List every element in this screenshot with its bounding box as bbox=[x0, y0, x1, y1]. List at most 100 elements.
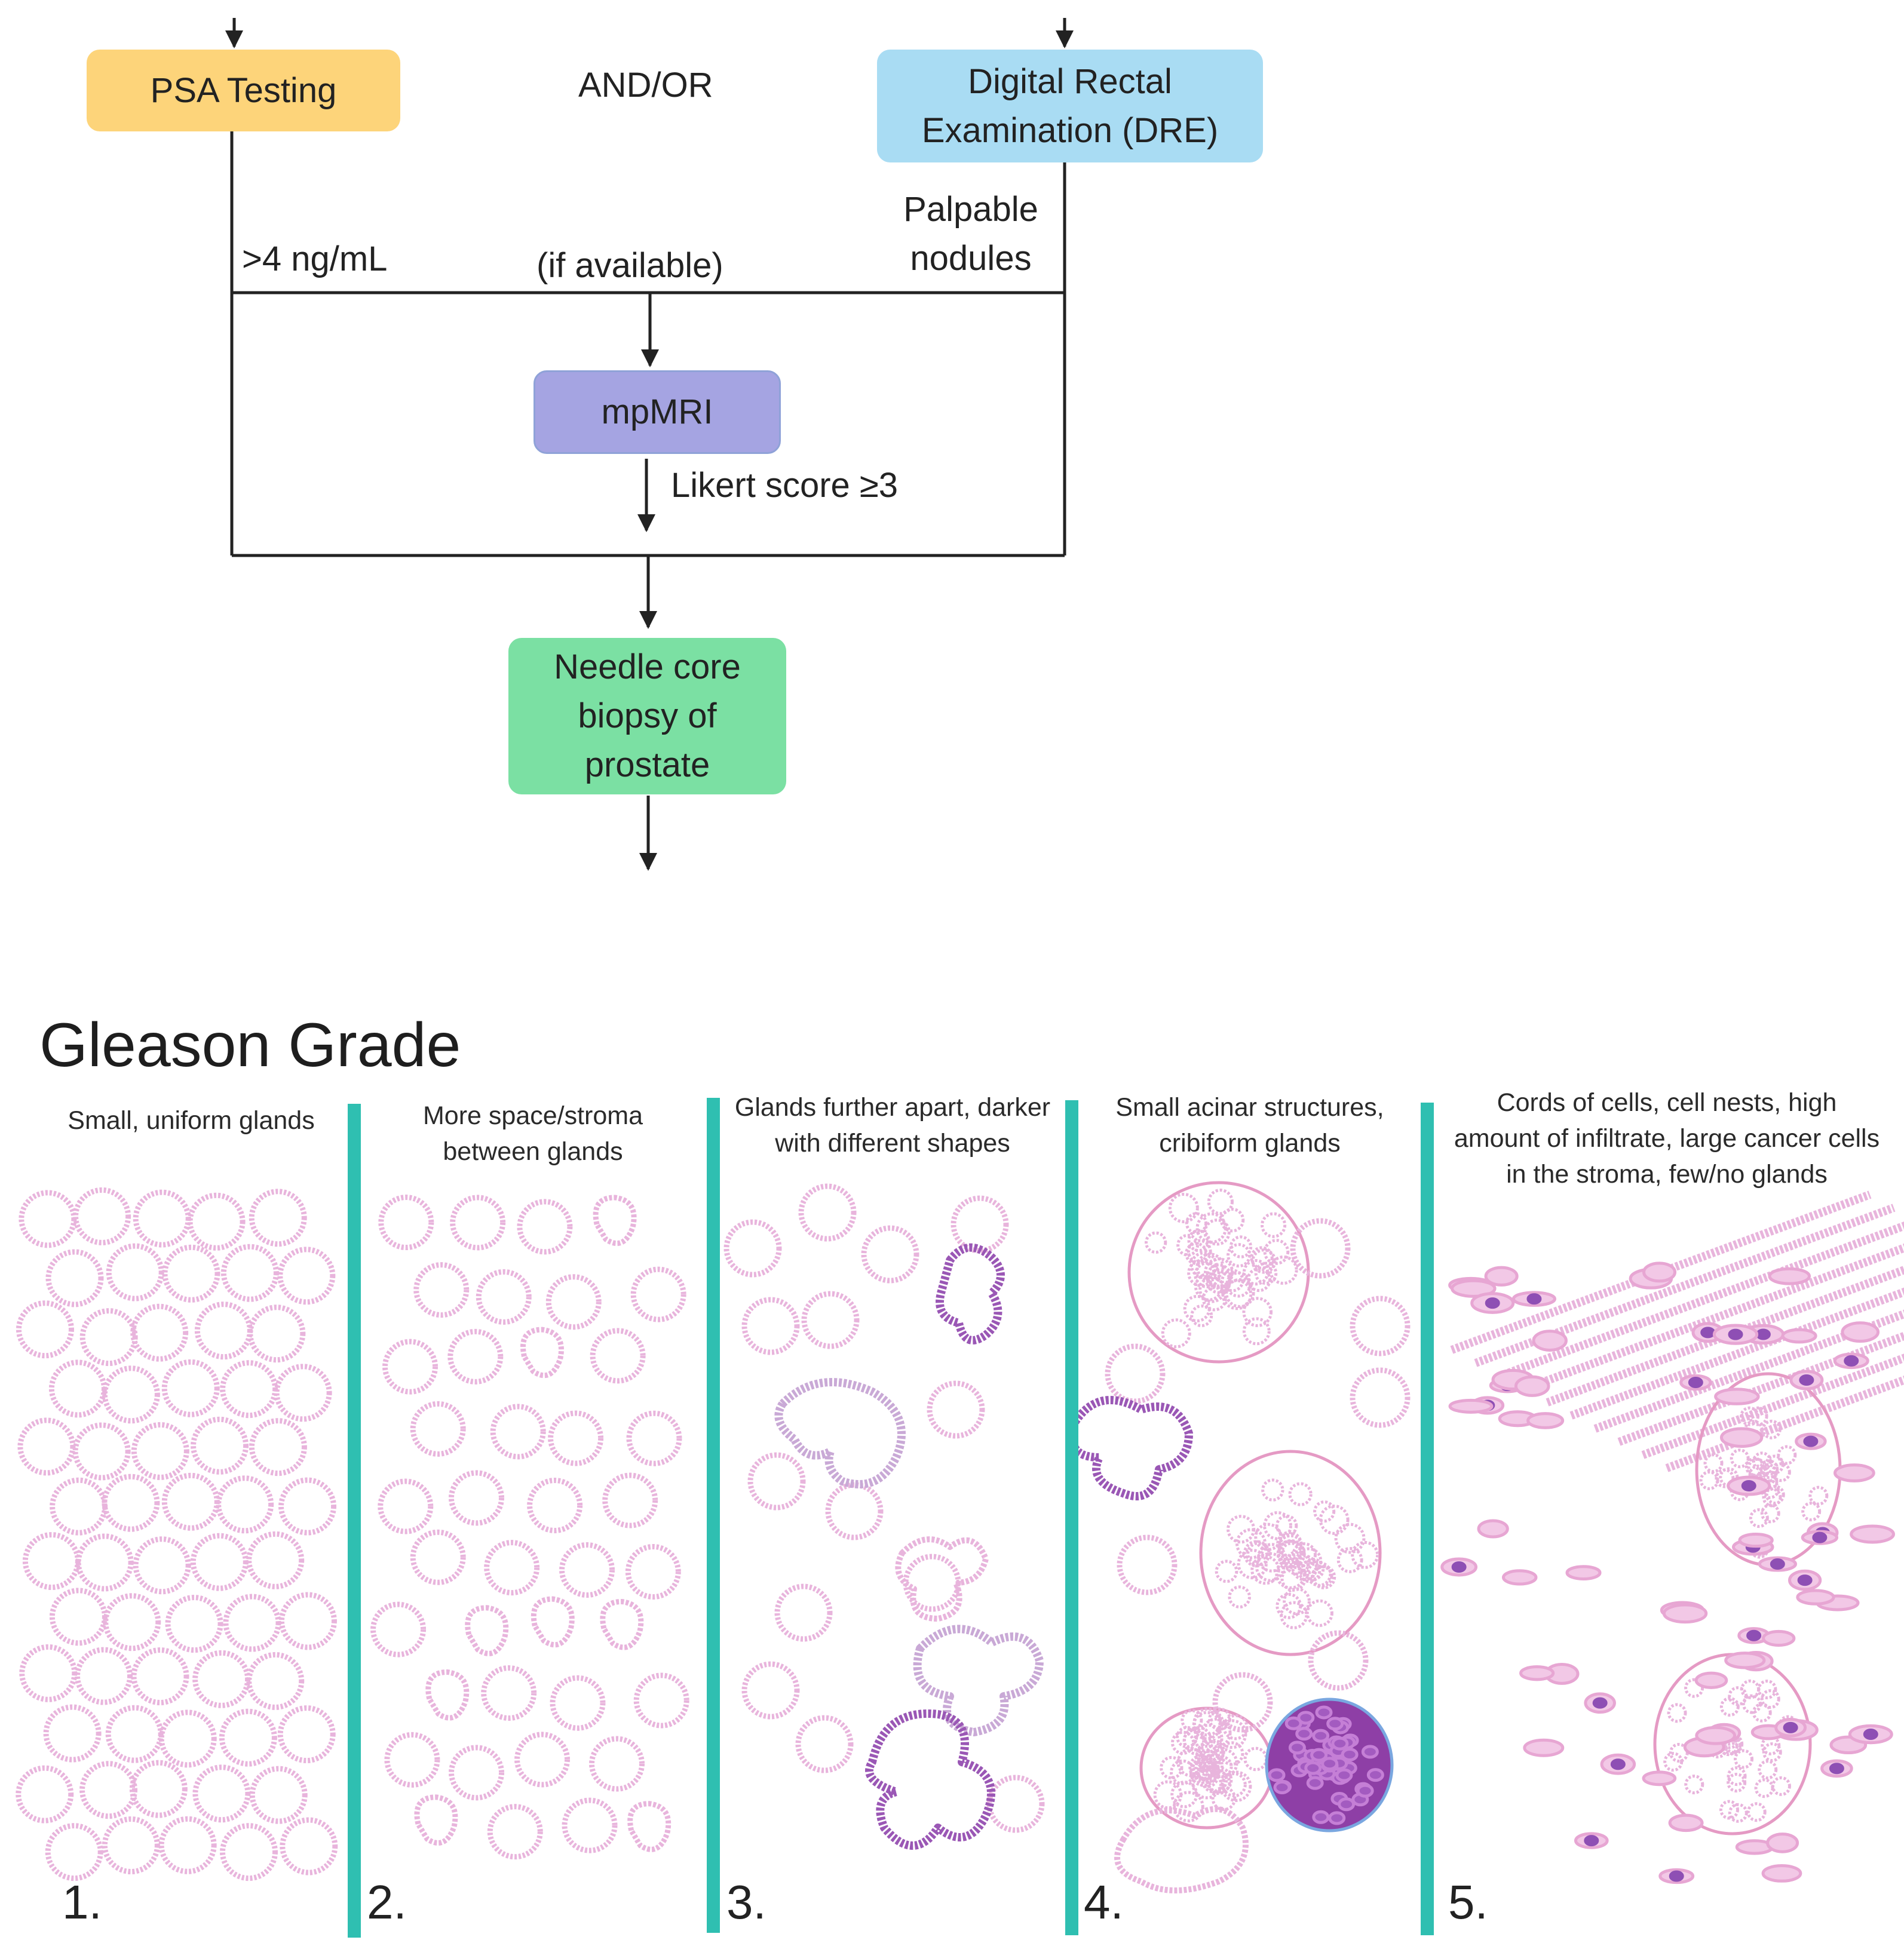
grade-1-number: 1. bbox=[62, 1876, 102, 1929]
nest-lumen bbox=[1728, 1686, 1748, 1706]
cribriform-lumen bbox=[1276, 1539, 1306, 1568]
psa-testing-box: PSA Testing bbox=[87, 50, 400, 131]
stromal-cell bbox=[1523, 1738, 1565, 1757]
spaced-gland bbox=[625, 1543, 681, 1600]
cribriform-lumen bbox=[1153, 1780, 1183, 1810]
uniform-gland bbox=[220, 1244, 279, 1302]
nest-lumen bbox=[1808, 1485, 1829, 1506]
stromal-cell bbox=[1526, 1412, 1565, 1429]
spaced-gland bbox=[626, 1410, 682, 1466]
spaced-gland bbox=[449, 1745, 505, 1801]
spaced-gland bbox=[410, 1529, 466, 1585]
cell-cord bbox=[1522, 1243, 1904, 1393]
uniform-gland bbox=[278, 1592, 337, 1650]
tumor-cell bbox=[1331, 1736, 1349, 1751]
dark-irregular-gland bbox=[1068, 1396, 1193, 1500]
uniform-gland bbox=[223, 1594, 281, 1652]
cribriform-lumen bbox=[1242, 1317, 1271, 1346]
grade-3-caption: Glands further apart, darker with differ… bbox=[720, 1089, 1065, 1161]
cribriform-lumen bbox=[1196, 1740, 1225, 1769]
cribriform-lumen bbox=[1144, 1231, 1167, 1254]
spaced-gland bbox=[448, 1470, 504, 1526]
cribriform-lumen bbox=[1280, 1601, 1308, 1629]
nest-lumen bbox=[1684, 1775, 1704, 1795]
grade-1-caption: Small, uniform glands bbox=[24, 1103, 358, 1138]
cribriform-lumen bbox=[1206, 1269, 1232, 1294]
acinar-gland bbox=[1308, 1630, 1369, 1691]
tumor-cell bbox=[1341, 1748, 1359, 1762]
cribriform-lumen bbox=[1197, 1749, 1221, 1773]
acinar-gland bbox=[1350, 1296, 1411, 1356]
cribriform-lumen bbox=[1313, 1500, 1336, 1523]
grade-4-number: 4. bbox=[1084, 1876, 1124, 1929]
stromal-cell bbox=[1694, 1671, 1728, 1689]
cribriform-lumen bbox=[1275, 1514, 1298, 1537]
gleason-gland-illustrations bbox=[16, 1181, 1904, 1893]
acinar-gland bbox=[1212, 1672, 1273, 1733]
nest-lumen bbox=[1771, 1776, 1791, 1796]
stromal-cell bbox=[1841, 1321, 1880, 1343]
cribriform-lumen bbox=[1283, 1587, 1311, 1616]
cribriform-lumen bbox=[1305, 1599, 1333, 1627]
stromal-cell bbox=[1484, 1266, 1519, 1287]
nest-lumen bbox=[1801, 1502, 1822, 1522]
palpable-nodules-label: Palpable nodules bbox=[890, 185, 1051, 283]
cancer-cell-nucleus bbox=[1700, 1327, 1716, 1339]
cribriform-lumen bbox=[1194, 1723, 1224, 1754]
cell-cord bbox=[1546, 1265, 1904, 1407]
if-available-label: (if available) bbox=[536, 246, 723, 285]
uniform-gland bbox=[129, 1760, 188, 1818]
grade-3-caption-line-2: with different shapes bbox=[775, 1129, 1010, 1158]
dark-irregular-gland bbox=[865, 1709, 995, 1850]
cribriform-lumen bbox=[1227, 1243, 1252, 1268]
pale-irregular-gland bbox=[913, 1625, 1044, 1736]
cribriform-lumen bbox=[1292, 1542, 1317, 1567]
cribriform-lumen bbox=[1221, 1269, 1244, 1293]
cancer-cell-nucleus bbox=[1783, 1721, 1798, 1733]
spaced-gland bbox=[741, 1297, 800, 1355]
tumor-cell bbox=[1288, 1741, 1306, 1755]
cancer-cell-nucleus bbox=[1746, 1629, 1762, 1641]
spaced-gland bbox=[590, 1328, 646, 1384]
nest-lumen bbox=[1740, 1406, 1760, 1426]
spaced-gland bbox=[741, 1661, 800, 1720]
spaced-gland bbox=[861, 1225, 919, 1284]
dre-box: Digital Rectal Examination (DRE) bbox=[877, 50, 1263, 162]
cell-cord bbox=[1617, 1331, 1904, 1446]
cribriform-lumen bbox=[1198, 1276, 1226, 1303]
uniform-gland bbox=[131, 1422, 189, 1480]
uniform-gland bbox=[249, 1189, 307, 1247]
divider-3 bbox=[1065, 1100, 1078, 1935]
cribriform-lumen bbox=[1295, 1547, 1323, 1574]
grade-3-caption-line-1: Glands further apart, darker bbox=[734, 1093, 1051, 1122]
uniform-gland bbox=[131, 1647, 189, 1706]
spaced-gland bbox=[825, 1482, 884, 1540]
stromal-cell bbox=[1714, 1388, 1760, 1405]
cribriform-lumen bbox=[1161, 1318, 1191, 1349]
spaced-gland bbox=[550, 1675, 606, 1731]
cribriform-lumen bbox=[1254, 1523, 1283, 1551]
uniform-gland bbox=[192, 1650, 251, 1708]
uniform-gland bbox=[158, 1816, 217, 1874]
uniform-gland bbox=[130, 1303, 189, 1362]
cribriform-nest bbox=[1199, 1450, 1382, 1656]
stromal-cell bbox=[1719, 1427, 1764, 1448]
uniform-gland bbox=[192, 1764, 251, 1823]
irregular-gland bbox=[593, 1195, 637, 1247]
tumor-cell bbox=[1328, 1811, 1346, 1825]
spaced-gland bbox=[450, 1195, 506, 1251]
grade-4-caption: Small acinar structures, cribiform gland… bbox=[1078, 1089, 1421, 1161]
uniform-gland bbox=[50, 1477, 108, 1536]
palpable-line1: Palpable bbox=[903, 190, 1038, 229]
cribriform-lumen bbox=[1225, 1271, 1252, 1298]
cribriform-lumen bbox=[1190, 1304, 1213, 1328]
nest-lumen bbox=[1741, 1694, 1762, 1714]
uniform-gland bbox=[249, 1418, 307, 1477]
uniform-gland bbox=[246, 1652, 305, 1710]
cribriform-lumen bbox=[1160, 1755, 1184, 1780]
stromal-cell bbox=[1833, 1463, 1875, 1482]
stromal-cell bbox=[1796, 1589, 1835, 1606]
nest-lumen bbox=[1734, 1749, 1754, 1769]
tumor-cell bbox=[1326, 1717, 1344, 1731]
tumor-cell bbox=[1361, 1745, 1379, 1759]
